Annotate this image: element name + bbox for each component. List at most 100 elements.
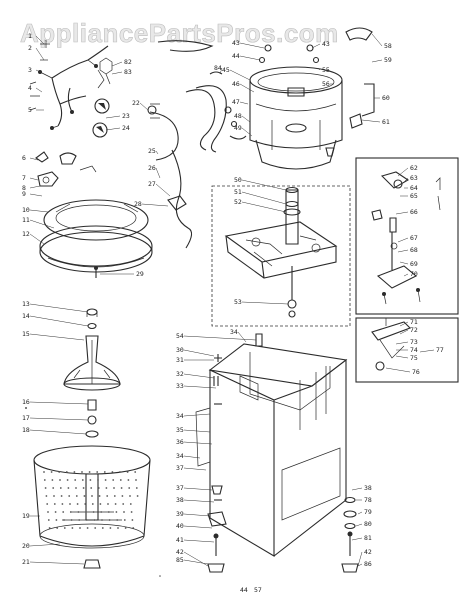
perforation-dot: [89, 479, 92, 481]
leveling-legs-right: [341, 496, 359, 573]
leader-line-p4: [35, 87, 43, 93]
leader-line-p30: [183, 349, 215, 357]
perforation-dot: [112, 479, 115, 481]
stray-marks: [25, 407, 161, 577]
leader-lines: [29, 33, 435, 567]
leader-line-p69: [399, 261, 409, 265]
perforation-dot: [85, 511, 87, 513]
callout-p40: 40: [176, 522, 184, 530]
callout-p4: 4: [28, 84, 32, 92]
clutch-assembly: [371, 318, 411, 371]
callout-p14: 14: [22, 312, 30, 320]
basket-perforations: [43, 471, 139, 529]
fill-hose: [185, 85, 247, 153]
perforation-dot: [47, 511, 49, 513]
small-parts-50-58: [224, 106, 335, 157]
callout-p60: 60: [382, 94, 390, 102]
perforation-dot: [99, 503, 102, 505]
callout-p82: 82: [124, 58, 132, 66]
callout-labels: 1234567891011122913141516171819202122232…: [22, 32, 444, 594]
perforation-dot: [136, 495, 139, 497]
brake-group-box: [355, 157, 459, 315]
perforation-dot: [69, 503, 71, 505]
perforation-dot: [81, 471, 83, 473]
splash-guard-ring: [43, 199, 149, 241]
leader-line-p54: [183, 335, 257, 341]
perforation-dot: [65, 471, 68, 473]
leader-line-p1: [35, 35, 45, 45]
perforation-dot: [56, 527, 59, 529]
callout-p84: 84: [214, 64, 222, 72]
perforation-dot: [82, 487, 85, 489]
callout-p55: 55: [322, 66, 330, 74]
callout-p70: 70: [410, 270, 418, 278]
perforation-dot: [46, 503, 49, 505]
perforation-dot: [101, 527, 104, 529]
callout-p7: 7: [22, 174, 26, 182]
callout-p38b: 38: [364, 484, 372, 492]
perforation-dot: [51, 479, 54, 481]
leader-line-p46: [239, 83, 255, 93]
perforation-dot: [119, 479, 122, 481]
callout-p3: 3: [28, 66, 32, 74]
leader-line-p14: [29, 315, 89, 327]
leader-line-p34c: [237, 331, 247, 343]
leader-line-p37b: [183, 487, 213, 491]
perforation-dot: [93, 519, 96, 521]
leader-line-p80: [355, 523, 363, 527]
leader-line-p77: [419, 349, 435, 353]
callout-p25: 25: [148, 147, 156, 155]
callout-p75: 75: [410, 354, 418, 362]
leader-line-p36: [183, 441, 213, 445]
leader-line-p49: [241, 127, 253, 137]
leader-line-p16: [29, 401, 89, 405]
perforation-dot: [121, 495, 124, 497]
callout-p37: 37: [176, 464, 184, 472]
leader-line-p81: [351, 537, 363, 541]
callout-p47: 47: [232, 98, 240, 106]
callout-p62: 62: [410, 164, 418, 172]
leader-line-p38b: [351, 487, 363, 491]
agitator-coupling: [85, 399, 99, 438]
callout-p26: 26: [148, 164, 156, 172]
callout-p63: 63: [410, 174, 418, 182]
perforation-dot: [134, 471, 137, 473]
leader-line-p22: [139, 102, 149, 111]
leader-line-p21: [29, 561, 85, 565]
perforation-dot: [116, 519, 119, 521]
perforation-dot: [43, 471, 45, 473]
leader-line-p32: [183, 373, 215, 379]
leader-line-p79: [357, 511, 363, 515]
perforation-dot: [122, 503, 125, 505]
perforation-dot: [66, 479, 69, 481]
agitator: [63, 335, 121, 391]
leader-line-p51: [241, 191, 287, 205]
perforation-dot: [130, 511, 133, 513]
perforation-dot: [107, 503, 109, 505]
perforation-dot: [128, 487, 131, 489]
leader-line-p25: [155, 150, 159, 155]
leader-line-p50: [241, 179, 287, 191]
callout-p61: 61: [382, 118, 390, 126]
leader-line-p33: [183, 385, 217, 389]
callout-p53: 53: [234, 298, 242, 306]
perforation-dot: [101, 519, 103, 521]
perforation-dot: [78, 519, 81, 521]
perforation-dot: [100, 511, 103, 513]
perforation-dot: [119, 471, 121, 473]
perforation-dot: [48, 527, 51, 529]
callout-p33: 33: [176, 382, 184, 390]
callout-p45: 45: [222, 66, 230, 74]
perforation-dot: [55, 519, 58, 521]
leader-line-p42b: [357, 551, 363, 567]
callout-p23: 23: [122, 112, 130, 120]
leader-line-p20: [29, 543, 61, 547]
pump-and-clamps: [35, 151, 97, 187]
leader-line-p24: [105, 127, 121, 131]
perforation-dot: [67, 487, 70, 489]
leader-line-p61: [361, 119, 381, 123]
callout-p35: 35: [176, 426, 184, 434]
perforation-dot: [105, 487, 108, 489]
callout-p32: 32: [176, 370, 184, 378]
perforation-dot: [53, 503, 56, 505]
